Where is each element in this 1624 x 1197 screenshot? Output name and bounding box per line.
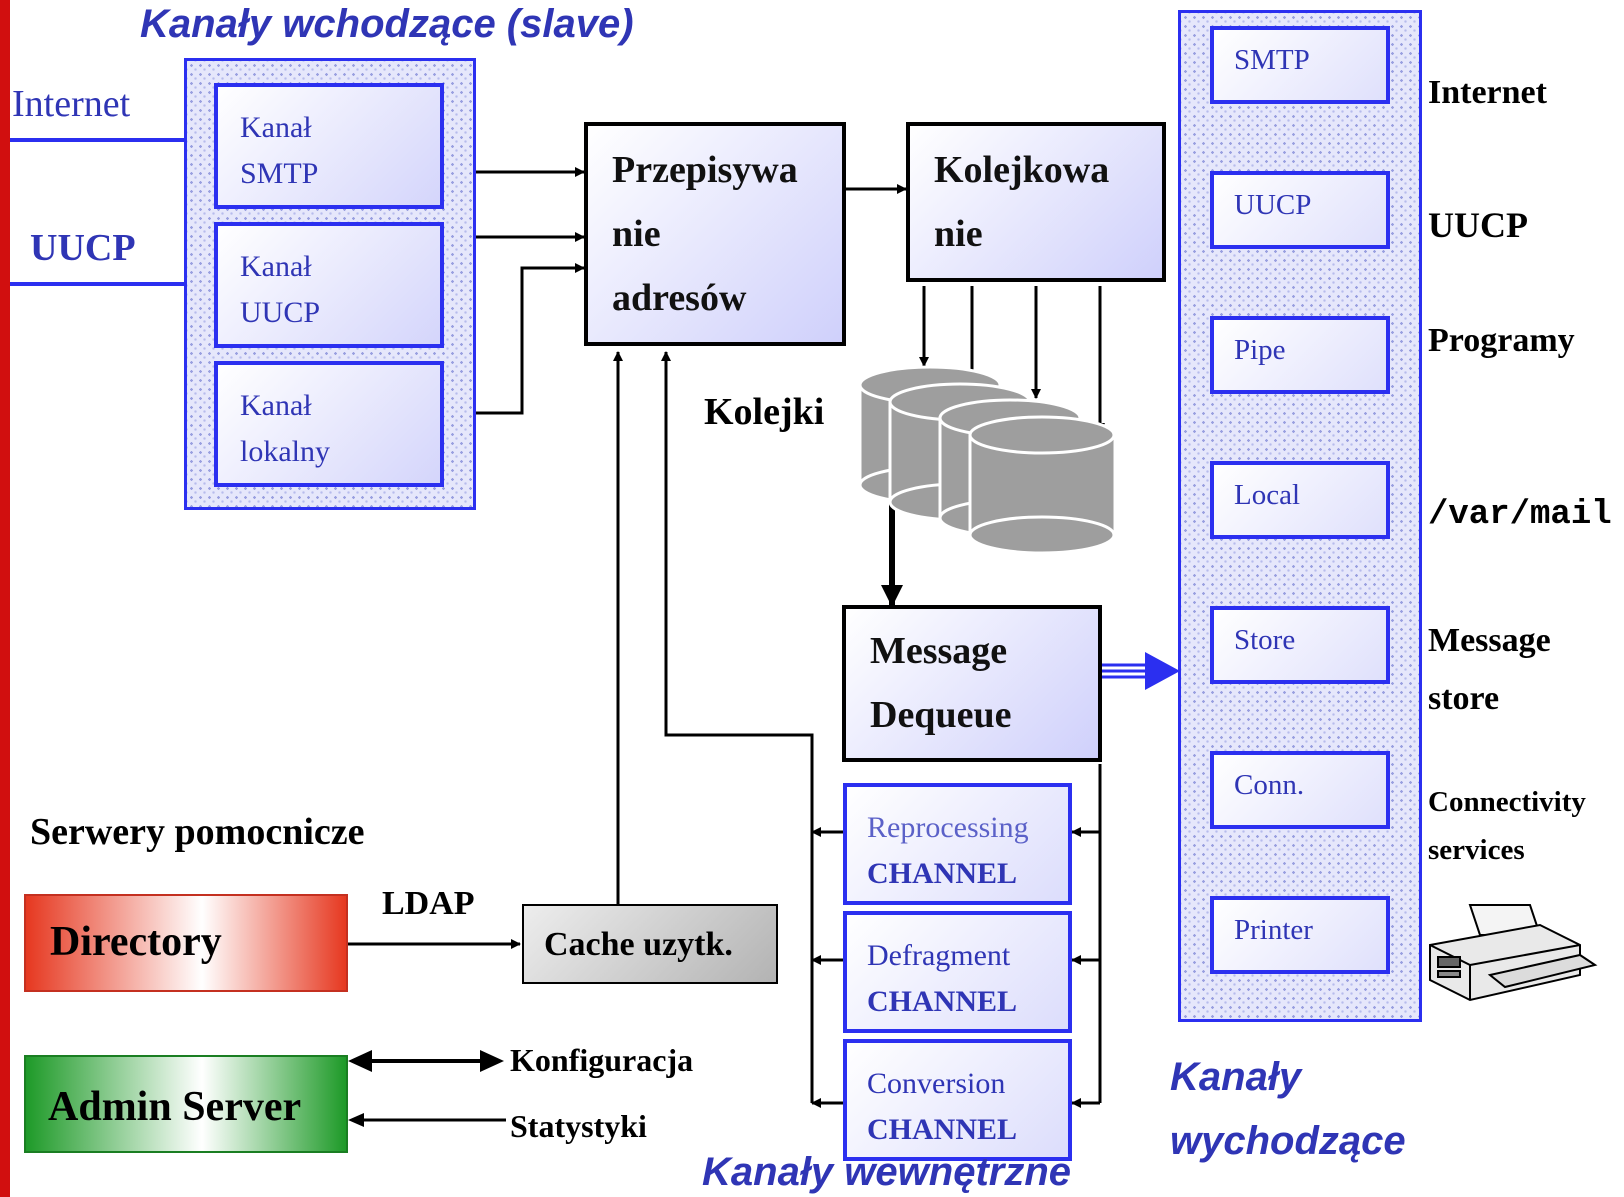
config-arrow bbox=[480, 1050, 504, 1072]
target-var-mail: /var/mail bbox=[1428, 496, 1612, 534]
address-rewriting-box[interactable]: Przepisywa nie adresów bbox=[584, 122, 846, 346]
internet-source-label: Internet bbox=[12, 83, 131, 125]
message-dequeue-box[interactable]: Message Dequeue bbox=[842, 605, 1102, 762]
outbound-label: UUCP bbox=[1234, 189, 1312, 221]
rewriter-line: adresów bbox=[612, 277, 747, 319]
channel-label: Reprocessing bbox=[867, 811, 1029, 844]
channel-label: Kanał bbox=[240, 111, 312, 144]
printer-icon bbox=[1429, 904, 1598, 1002]
queue-cylinders-icon bbox=[858, 365, 1117, 555]
stats-label: Statystyki bbox=[510, 1108, 647, 1144]
target-internet: Internet bbox=[1428, 74, 1547, 111]
queues-label: Kolejki bbox=[704, 391, 825, 433]
dequeue-to-outbound-arrow bbox=[1145, 652, 1180, 690]
channel-conversion[interactable]: Conversion CHANNEL bbox=[843, 1039, 1072, 1161]
local-to-rewriter bbox=[445, 263, 585, 415]
outbound-label: Conn. bbox=[1234, 769, 1305, 801]
channel-label: CHANNEL bbox=[867, 985, 1018, 1018]
admin-label: Admin Server bbox=[48, 1084, 302, 1130]
outbound-pipe[interactable]: Pipe bbox=[1210, 316, 1390, 394]
channel-label: UUCP bbox=[240, 296, 321, 329]
outbound-title-line: Kanały bbox=[1170, 1055, 1302, 1099]
channel-label: Kanał bbox=[240, 389, 312, 422]
channel-label: Defragment bbox=[867, 939, 1011, 972]
enqueue-box[interactable]: Kolejkowa nie bbox=[906, 122, 1166, 282]
aux-title: Serwery pomocnicze bbox=[30, 811, 365, 853]
outbound-conn[interactable]: Conn. bbox=[1210, 751, 1390, 829]
rewriter-line: Przepisywa bbox=[612, 149, 798, 191]
directory-server[interactable]: Directory bbox=[24, 894, 348, 992]
outbound-title: Kanały wychodzące bbox=[1170, 1045, 1406, 1173]
outbound-label: Pipe bbox=[1234, 334, 1286, 366]
outbound-title-line: wychodzące bbox=[1170, 1119, 1406, 1163]
channel-local-in[interactable]: Kanał lokalny bbox=[214, 361, 444, 487]
channel-label: CHANNEL bbox=[867, 857, 1018, 890]
outbound-store[interactable]: Store bbox=[1210, 606, 1390, 684]
channel-label: Kanał bbox=[240, 250, 312, 283]
channel-reprocessing[interactable]: Reprocessing CHANNEL bbox=[843, 783, 1072, 905]
rewriter-line: nie bbox=[612, 213, 661, 255]
channel-label: SMTP bbox=[240, 157, 319, 190]
target-store: store bbox=[1428, 680, 1500, 717]
channel-label: CHANNEL bbox=[867, 1113, 1018, 1146]
outbound-label: Local bbox=[1234, 479, 1301, 511]
channel-label: Conversion bbox=[867, 1067, 1006, 1100]
outbound-local[interactable]: Local bbox=[1210, 461, 1390, 539]
ldap-label: LDAP bbox=[382, 885, 475, 922]
target-programs: Programy bbox=[1428, 322, 1575, 359]
stats-arrow bbox=[348, 1113, 364, 1127]
channel-label: lokalny bbox=[240, 435, 330, 468]
channel-defragment[interactable]: Defragment CHANNEL bbox=[843, 911, 1072, 1033]
channel-smtp-in[interactable]: Kanał SMTP bbox=[214, 83, 444, 209]
outbound-uucp[interactable]: UUCP bbox=[1210, 171, 1390, 249]
internal-title: Kanały wewnętrzne bbox=[702, 1150, 1072, 1194]
outbound-label: SMTP bbox=[1234, 44, 1310, 76]
dequeue-line: Message bbox=[870, 630, 1008, 672]
outbound-printer[interactable]: Printer bbox=[1210, 896, 1390, 974]
uucp-source-label: UUCP bbox=[30, 227, 136, 269]
target-uucp: UUCP bbox=[1428, 205, 1528, 245]
enqueue-line: Kolejkowa bbox=[934, 149, 1110, 191]
enqueue-line: nie bbox=[934, 213, 983, 255]
target-message: Message bbox=[1428, 622, 1551, 659]
config-label: Konfiguracja bbox=[510, 1042, 694, 1078]
side-bar bbox=[0, 0, 10, 1197]
directory-label: Directory bbox=[50, 919, 222, 965]
channel-uucp-in[interactable]: Kanał UUCP bbox=[214, 222, 444, 348]
user-cache-box[interactable]: Cache uzytk. bbox=[522, 904, 778, 984]
dequeue-line: Dequeue bbox=[870, 694, 1012, 736]
outbound-label: Store bbox=[1234, 624, 1296, 656]
target-connectivity: Connectivity bbox=[1428, 786, 1586, 818]
internal-to-rewriter bbox=[661, 351, 814, 1103]
target-services: services bbox=[1428, 834, 1525, 866]
outbound-smtp[interactable]: SMTP bbox=[1210, 26, 1390, 104]
outbound-label: Printer bbox=[1234, 914, 1313, 946]
admin-server[interactable]: Admin Server bbox=[24, 1055, 348, 1153]
inbound-title: Kanały wchodzące (slave) bbox=[140, 2, 634, 46]
cache-label: Cache uzytk. bbox=[544, 926, 733, 963]
